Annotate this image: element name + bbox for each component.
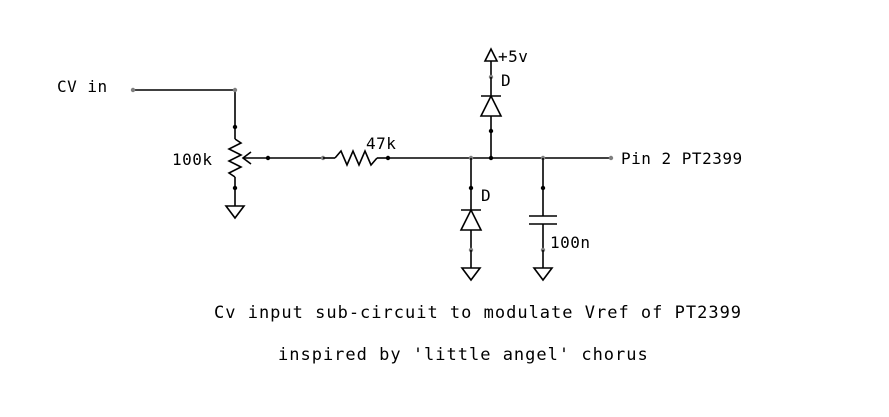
resistor-value-label: 47k xyxy=(366,134,396,153)
caption-line-1: Cv input sub-circuit to modulate Vref of… xyxy=(214,303,742,323)
main-bus-wire xyxy=(388,155,614,161)
diode-bottom xyxy=(459,158,483,253)
caption-line-2: inspired by 'little angel' chorus xyxy=(278,345,649,365)
diode-top xyxy=(479,77,503,158)
diode-top-label: D xyxy=(501,71,511,90)
potentiometer-100k xyxy=(227,127,271,191)
supply-label: +5v xyxy=(498,47,528,66)
ground-symbol-cap xyxy=(532,250,554,282)
supply-symbol xyxy=(483,47,499,80)
ground-symbol-pot xyxy=(224,188,246,220)
ground-symbol-diode xyxy=(460,250,482,282)
pot-value-label: 100k xyxy=(172,150,213,169)
wiper-to-resistor-wire xyxy=(268,155,326,161)
cv-input-wire xyxy=(130,87,238,130)
output-label: Pin 2 PT2399 xyxy=(621,149,743,168)
diode-bottom-label: D xyxy=(481,186,491,205)
cv-in-label: CV in xyxy=(57,77,108,96)
resistor-47k xyxy=(323,148,391,168)
capacitor-value-label: 100n xyxy=(550,233,591,252)
